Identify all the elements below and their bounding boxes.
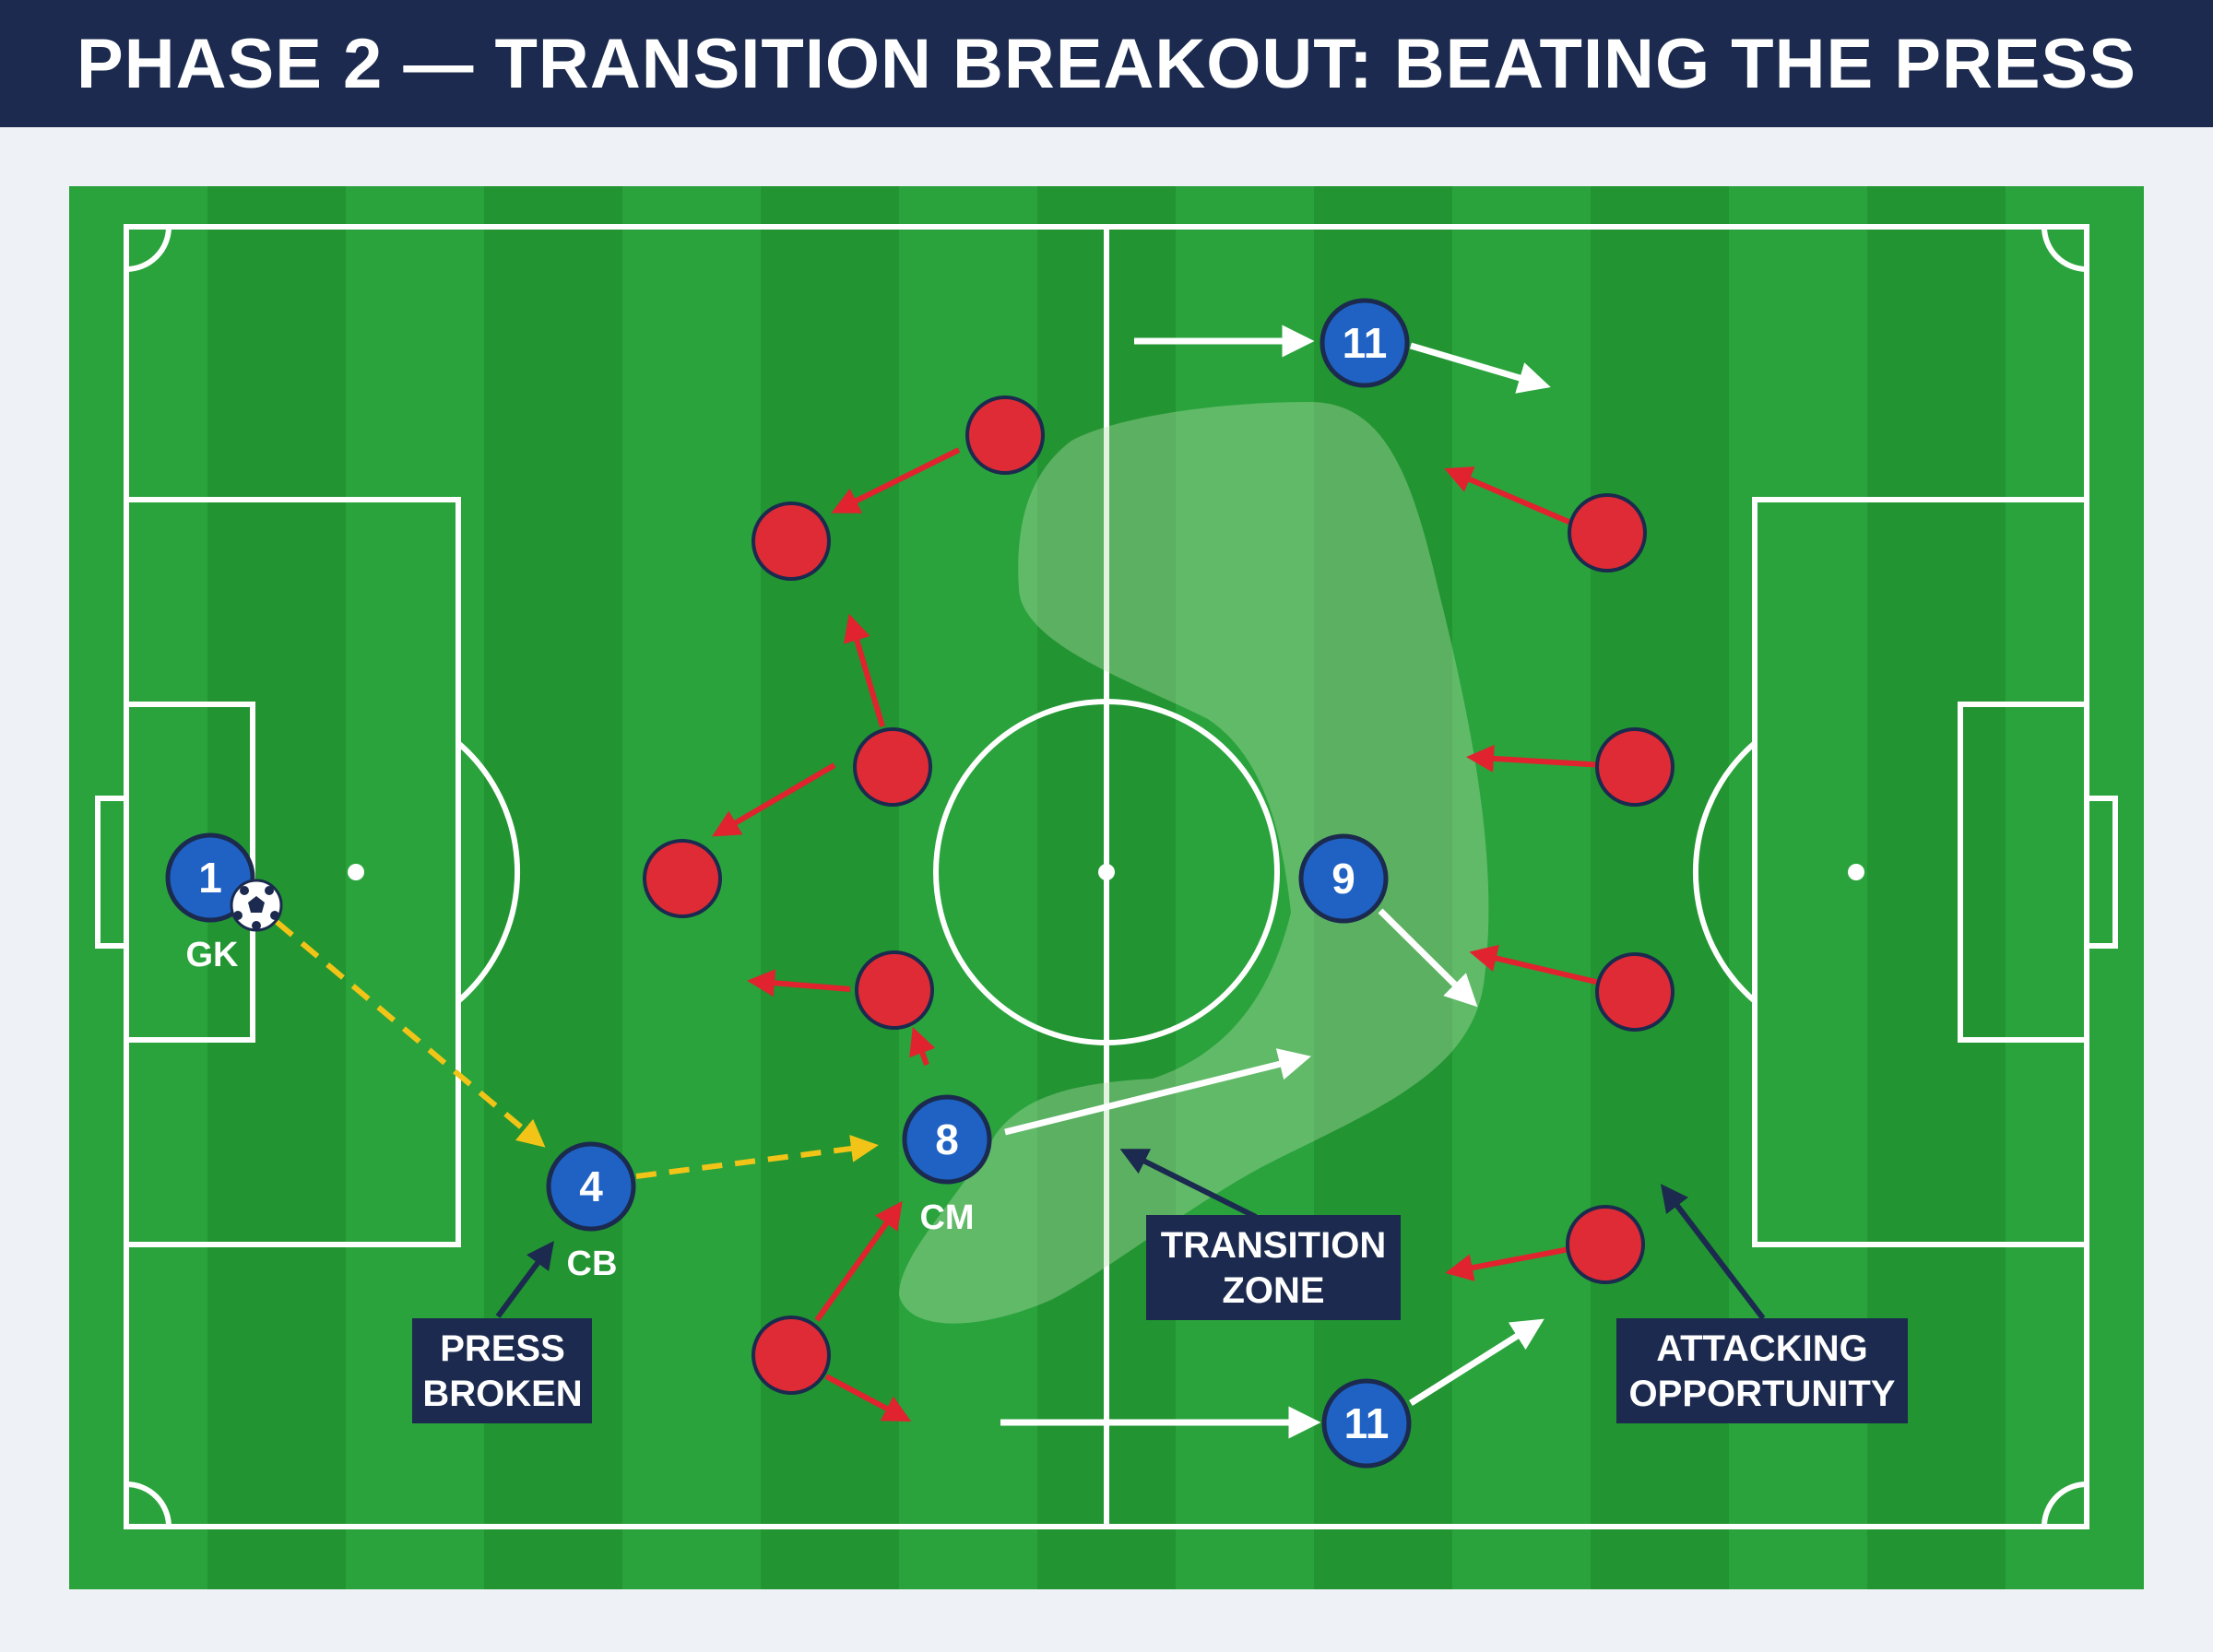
opponent-player[interactable] [855, 950, 934, 1030]
corner-arc-top-right [2041, 226, 2088, 272]
label-press-broken-line2: BROKEN [422, 1374, 582, 1414]
press-arrow [712, 762, 836, 837]
left-penalty-spot [348, 864, 364, 880]
press-arrow [1445, 1246, 1570, 1281]
press-arrow [831, 447, 961, 513]
pass-cb-to-cm [635, 1135, 879, 1179]
label-transition-zone-line2: ZONE [1222, 1270, 1324, 1311]
center-spot [1098, 864, 1115, 880]
label-press-broken-line1: PRESS [440, 1328, 565, 1369]
home-players: 1 GK 4 CB 8 CM 9 11 [165, 298, 1412, 1469]
press-arrow [1466, 744, 1605, 773]
opponent-player[interactable] [853, 727, 932, 807]
left-penalty-arc [456, 740, 520, 1004]
press-arrow [824, 1374, 912, 1422]
player-cm-number: 8 [935, 1115, 959, 1163]
label-transition-zone: TRANSITION ZONE [1146, 1215, 1401, 1320]
opponent-player[interactable] [1568, 493, 1647, 572]
right-penalty-arc [1693, 740, 1757, 1004]
left-goal [95, 796, 129, 949]
opponent-player[interactable] [751, 1316, 831, 1395]
right-penalty-spot [1848, 864, 1864, 880]
page-title: PHASE 2 — TRANSITION BREAKOUT: BEATING T… [77, 24, 2136, 103]
opponent-player[interactable] [1566, 1205, 1645, 1284]
player-cb-number: 4 [579, 1162, 603, 1210]
player-winger-top-number: 11 [1343, 319, 1388, 367]
label-attacking-opportunity: ATTACKING OPPORTUNITY [1616, 1318, 1908, 1423]
label-attacking-opportunity-line2: OPPORTUNITY [1629, 1374, 1896, 1414]
label-pointers [495, 1149, 1766, 1320]
corner-arc-bottom-left [125, 1481, 172, 1528]
label-transition-zone-line1: TRANSITION [1161, 1225, 1386, 1266]
pointer-press-broken [495, 1240, 554, 1318]
center-circle [933, 699, 1280, 1045]
press-arrow [747, 969, 851, 997]
pointer-transition-zone [1119, 1149, 1258, 1220]
corner-arc-bottom-right [2041, 1481, 2088, 1528]
right-goal [2084, 796, 2118, 949]
transition-zone-area [899, 402, 1489, 1324]
opponent-player[interactable] [751, 502, 831, 581]
press-arrow [843, 613, 885, 727]
player-winger-bottom[interactable]: 11 [1321, 1378, 1412, 1469]
opponent-player[interactable] [1595, 952, 1675, 1032]
player-cm[interactable]: 8 CM [902, 1094, 992, 1237]
player-winger-bottom-number: 11 [1344, 1399, 1390, 1447]
player-gk-number: 1 [198, 854, 222, 902]
run-arrows [1000, 324, 1551, 1439]
player-cm-role: CM [919, 1198, 974, 1237]
player-striker-number: 9 [1331, 855, 1355, 903]
run-striker [1378, 908, 1478, 1008]
title-bar: PHASE 2 — TRANSITION BREAKOUT: BEATING T… [0, 0, 2213, 127]
label-attacking-opportunity-line1: ATTACKING [1656, 1328, 1868, 1369]
player-gk-role: GK [186, 936, 240, 974]
player-cb-role: CB [567, 1245, 618, 1283]
pointer-attacking-opportunity [1660, 1184, 1766, 1320]
run-winger-bottom-forward [1409, 1318, 1544, 1406]
run-winger-top-forward [1410, 342, 1551, 394]
player-cb[interactable]: 4 CB [546, 1141, 636, 1283]
press-arrow [814, 1200, 903, 1322]
run-cm-forward [1004, 1048, 1311, 1136]
player-winger-top[interactable]: 11 [1320, 298, 1410, 388]
corner-arc-top-left [125, 226, 172, 272]
pitch-markings [95, 224, 2118, 1529]
opponents [643, 395, 1675, 1395]
opponent-player[interactable] [643, 839, 722, 918]
opponent-player[interactable] [965, 395, 1045, 475]
pass-gk-to-cb [275, 919, 546, 1148]
player-striker[interactable]: 9 [1298, 833, 1389, 924]
press-arrow [909, 1026, 936, 1067]
press-arrows [712, 447, 1605, 1422]
press-arrow [1469, 944, 1601, 985]
press-arrow [1444, 466, 1575, 526]
pass-lines [275, 919, 879, 1179]
soccer-ball-icon [230, 879, 283, 932]
label-press-broken: PRESS BROKEN [412, 1318, 592, 1423]
opponent-player[interactable] [1595, 727, 1675, 807]
